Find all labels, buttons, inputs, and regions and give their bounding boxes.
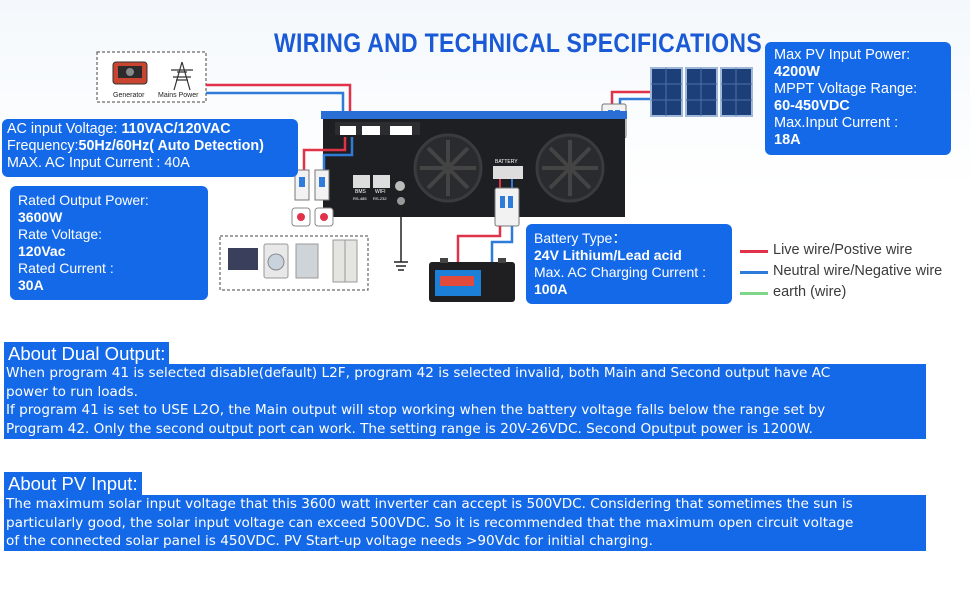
legend-swatch-neutral (740, 271, 768, 274)
generator-label: Generator (113, 92, 145, 99)
output-voltage-value: 120Vac (18, 243, 66, 259)
pv-input-title: About PV Input: (4, 472, 142, 495)
mains-label: Mains Power (158, 92, 199, 99)
output-power-value: 3600W (18, 209, 63, 225)
ac-current-text: MAX. AC Input Current : 40A (7, 155, 190, 171)
dual-output-line: If program 41 is set to USE L2O, the Mai… (6, 402, 826, 419)
battery-breaker-icon (494, 187, 520, 227)
output-current-value: 30A (18, 277, 44, 293)
battery-charging-value: 100A (534, 281, 568, 297)
ac-input-spec-box: AC input Voltage: 110VAC/120VAC Frequenc… (2, 119, 298, 177)
ac-voltage-value: 110VAC/120VAC (121, 121, 231, 137)
ground-icon (394, 261, 408, 271)
output-voltage-label: Rate Voltage: (18, 226, 103, 242)
diagram-title: WIRING AND TECHNICAL SPECIFICATIONS (274, 27, 762, 58)
dual-output-title: About Dual Output: (4, 342, 170, 365)
port-label-rs232: RS-232 (373, 196, 387, 201)
port-label-rs485: RS-485 (353, 196, 367, 201)
pv-current-value: 18A (774, 132, 801, 148)
legend-swatch-live (740, 250, 768, 253)
dual-output-line: power to run loads. (6, 383, 138, 400)
legend-swatch-earth (740, 292, 768, 295)
pv-input-line: The maximum solar input voltage that thi… (6, 496, 853, 512)
port-label-wifi: WIFI (375, 189, 386, 195)
legend-label-live: Live wire/Postive wire (773, 242, 913, 258)
inverter-icon (321, 111, 627, 217)
battery-terminal-label: BATTERY (495, 159, 518, 165)
pv-range-value: 60-450VDC (774, 98, 850, 114)
output-breaker-icon (294, 169, 330, 201)
ac-frequency-value: 50Hz/60Hz( Auto Detection) (78, 138, 264, 154)
pv-power-label: Max PV Input Power: (774, 47, 911, 63)
wire-legend: Live wire/Postive wire Neutral wire/Nega… (740, 240, 942, 303)
pv-current-label: Max.Input Current : (774, 115, 899, 131)
battery-charging-label: Max. AC Charging Current : (534, 264, 706, 280)
socket-icon (291, 207, 334, 227)
pv-power-value: 4200W (774, 64, 820, 80)
pv-input-body: The maximum solar input voltage that thi… (4, 495, 926, 552)
pv-range-label: MPPT Voltage Range: (774, 81, 918, 97)
wiring-diagram: WIRING AND TECHNICAL SPECIFICATIONS (0, 0, 970, 318)
appliances-icon (228, 239, 358, 283)
battery-spec-box: Battery Type： 24V Lithium/Lead acid Max.… (526, 224, 732, 304)
dual-output-body: When program 41 is selected disable(defa… (4, 364, 926, 439)
dual-output-line: When program 41 is selected disable(defa… (6, 365, 831, 381)
pv-input-line: particularly good, the solar input volta… (6, 514, 854, 531)
pv-spec-box: Max PV Input Power: 4200W MPPT Voltage R… (765, 42, 951, 155)
legend-label-earth: earth (wire) (773, 284, 847, 300)
output-spec-box: Rated Output Power: 3600W Rate Voltage: … (10, 186, 208, 300)
pv-input-line: of the connected solar panel is 450VDC. … (6, 533, 653, 550)
output-power-label: Rated Output Power: (18, 192, 149, 208)
legend-label-neutral: Neutral wire/Negative wire (773, 263, 943, 279)
legend-item-neutral: Neutral wire/Negative wire (740, 261, 942, 282)
battery-type-value: 24V Lithium/Lead acid (534, 247, 682, 263)
port-label-bms: BMS (355, 189, 366, 195)
solar-panels-icon (650, 67, 753, 117)
battery-type-label: Battery Type： (534, 230, 627, 246)
wiring-artwork (96, 51, 753, 302)
legend-item-earth: earth (wire) (740, 282, 942, 303)
ac-frequency-label: Frequency: (7, 138, 79, 154)
generator-icon (112, 61, 148, 85)
ac-voltage-label: AC input Voltage: (7, 121, 118, 137)
battery-icon (429, 258, 515, 302)
output-current-label: Rated Current : (18, 260, 114, 276)
legend-item-live: Live wire/Postive wire (740, 240, 942, 261)
dual-output-line: Program 42. Only the second output port … (6, 421, 813, 438)
pylon-icon (171, 61, 193, 91)
